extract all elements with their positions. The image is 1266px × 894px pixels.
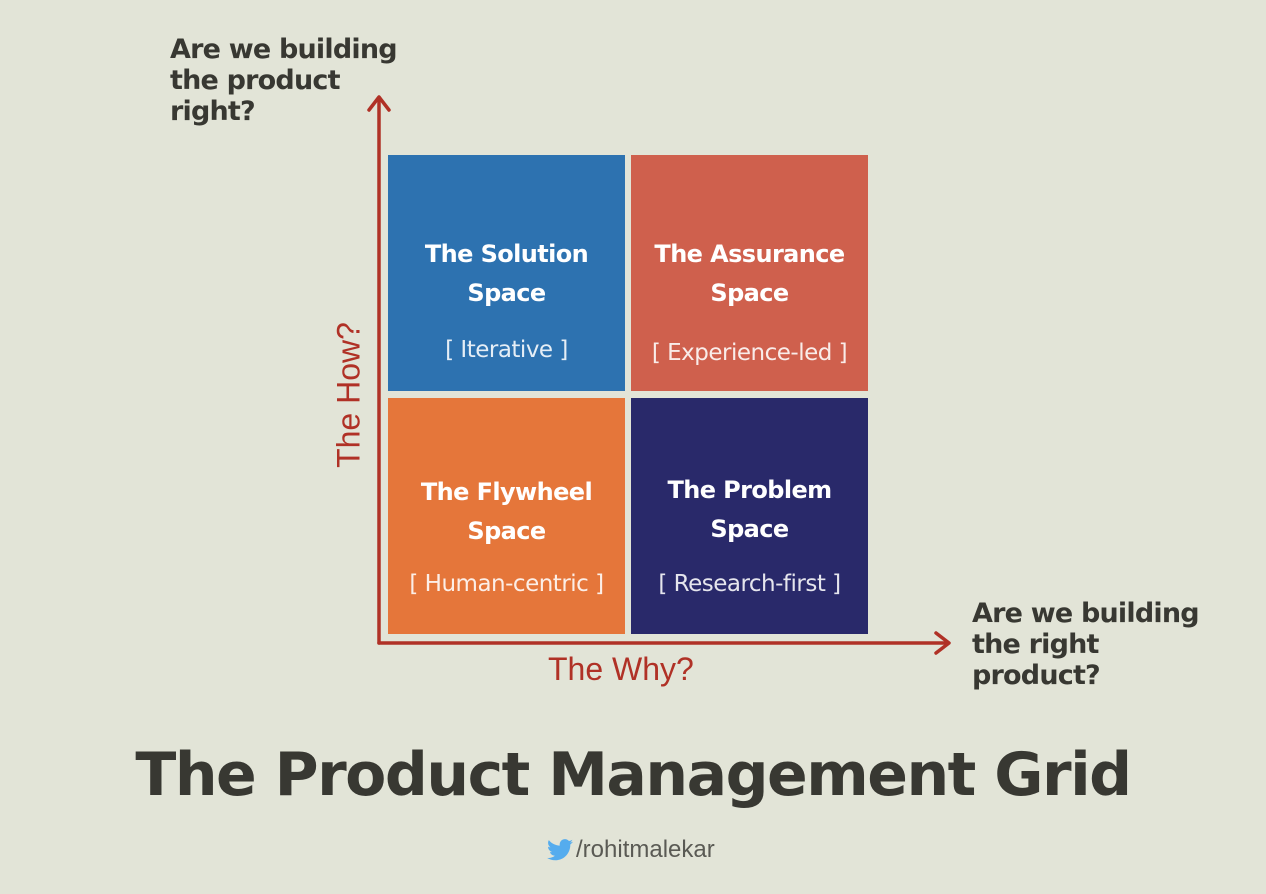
y-axis-question: Are we building the product right? xyxy=(170,34,398,127)
cell-problem-space: The Problem Space [ Research-first ] xyxy=(631,398,868,634)
cell-title: The Problem Space xyxy=(667,476,832,543)
x-axis-arrowhead-icon xyxy=(934,631,951,655)
y-axis-arrowhead-icon xyxy=(367,95,391,112)
y-axis-label: The How? xyxy=(330,322,367,468)
twitter-bird-icon xyxy=(547,839,573,861)
cell-tag: [ Iterative ] xyxy=(445,337,568,363)
cell-tag: [ Research-first ] xyxy=(658,571,841,597)
cell-solution-space: The Solution Space [ Iterative ] xyxy=(388,155,625,391)
cell-tag: [ Experience-led ] xyxy=(651,340,848,366)
cell-assurance-space: The Assurance Space [ Experience-led ] xyxy=(631,155,868,391)
page-title: The Product Management Grid xyxy=(135,740,1132,810)
cell-title: The Assurance Space xyxy=(654,240,845,307)
cell-tag: [ Human-centric ] xyxy=(409,571,604,597)
cell-title: The Flywheel Space xyxy=(420,478,593,545)
cell-title: The Solution Space xyxy=(424,240,589,307)
x-axis-label: The Why? xyxy=(548,651,694,687)
x-axis-question: Are we building the right product? xyxy=(972,598,1200,691)
credit: /rohitmalekar xyxy=(547,836,715,864)
cell-flywheel-space: The Flywheel Space [ Human-centric ] xyxy=(388,398,625,634)
twitter-handle: /rohitmalekar xyxy=(576,836,715,863)
